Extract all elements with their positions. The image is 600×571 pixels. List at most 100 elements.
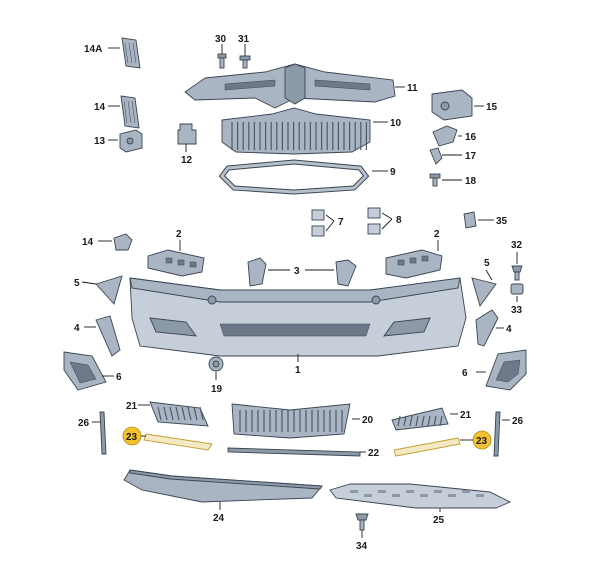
grille-slat [397, 415, 401, 427]
grille-slat [193, 406, 198, 421]
grille-slat [409, 415, 413, 427]
callout-6-left: 6 [116, 372, 122, 383]
panel-hole [434, 490, 442, 493]
part-10-radiator-grille [221, 107, 371, 155]
callout-3: 3 [294, 266, 300, 277]
part-4-left-bracket [95, 315, 121, 357]
grille-slat [163, 406, 168, 421]
callout-26-left: 26 [78, 418, 90, 429]
part-23-right-trim-strip [393, 437, 461, 457]
callout-16: 16 [465, 132, 477, 143]
part-17-clip [429, 147, 443, 165]
grille-slat [427, 415, 431, 427]
grille-slat [415, 415, 419, 427]
part-21-left-lower-grille [149, 401, 209, 427]
callout-8: 8 [396, 215, 402, 226]
panel-hole [350, 490, 358, 493]
part-2-right-bracket [385, 249, 443, 279]
callout-18: 18 [465, 176, 477, 187]
grille-slat [433, 415, 437, 427]
part-34-screw [355, 513, 369, 531]
grille-slat [157, 406, 162, 421]
part-18-screw [429, 173, 441, 187]
panel-hole [378, 490, 386, 493]
callout-2-left: 2 [176, 229, 182, 240]
callout-9: 9 [390, 167, 396, 178]
part-7-clips [311, 209, 325, 237]
part-14-grille-insert [120, 95, 140, 129]
part-6-left-fog-cover [63, 351, 107, 391]
part-24-front-spoiler [123, 469, 323, 503]
grille-slat [181, 406, 186, 421]
callout-4-left: 4 [74, 323, 80, 334]
part-25-underbody-panel [329, 483, 512, 509]
panel-hole [420, 494, 428, 497]
callout-12: 12 [181, 155, 193, 166]
callout-23-left: 23 [126, 432, 138, 443]
part-5-right-trim [471, 277, 497, 308]
callout-6-right: 6 [462, 368, 468, 379]
grille-slat [175, 406, 180, 421]
part-2-left-bracket [147, 249, 205, 277]
callout-23-right: 23 [476, 436, 488, 447]
grille-slat [199, 406, 204, 421]
callout-1: 1 [295, 365, 301, 376]
part-6-right-fog-cover [485, 349, 527, 391]
part-11-grille-carrier [184, 63, 396, 109]
part-13-bracket [119, 129, 143, 153]
part-32-bolt [511, 265, 523, 281]
part-8-clips [367, 207, 381, 235]
part-9-grille-trim-frame [218, 159, 370, 195]
part-16-bracket [432, 125, 458, 147]
part-12-bracket [177, 123, 197, 145]
callout-14A: 14A [84, 44, 102, 55]
part-35-clip [463, 211, 477, 229]
panel-hole [476, 494, 484, 497]
callout-11: 11 [407, 83, 418, 94]
part-3-guide-left [247, 257, 267, 287]
callout-7: 7 [338, 217, 344, 228]
callout-22: 22 [368, 448, 380, 459]
part-33-nut [510, 283, 524, 295]
part-5-left-trim [95, 275, 123, 305]
panel-hole [364, 494, 372, 497]
callout-25: 25 [433, 515, 445, 526]
grille-slat [403, 415, 407, 427]
callout-10: 10 [390, 118, 402, 129]
part-1-bumper-cover [129, 277, 467, 357]
panel-hole [448, 494, 456, 497]
part-14-side-bracket [113, 233, 133, 251]
part-14A-grille-insert [121, 37, 141, 69]
callout-17: 17 [465, 151, 477, 162]
callout-5-left: 5 [74, 278, 80, 289]
part-15-sensor [431, 89, 473, 121]
grille-slat [187, 406, 192, 421]
part-3-guide-right [335, 259, 357, 287]
grille-slat [169, 406, 174, 421]
callout-14: 14 [94, 102, 106, 113]
panel-hole [406, 490, 414, 493]
callout-35: 35 [496, 216, 508, 227]
callout-5-right: 5 [484, 258, 490, 269]
part-23-left-trim-strip [143, 433, 213, 451]
part-21-right-lower-grille [391, 407, 449, 431]
callout-15: 15 [486, 102, 498, 113]
callout-4-right: 4 [506, 324, 512, 335]
callout-20: 20 [362, 415, 374, 426]
grille-slat [421, 415, 425, 427]
panel-hole [462, 490, 470, 493]
callout-14-left: 14 [82, 237, 94, 248]
callout-30: 30 [215, 34, 227, 45]
panel-hole [392, 494, 400, 497]
callout-13: 13 [94, 136, 106, 147]
callout-33: 33 [511, 305, 523, 316]
callout-26-right: 26 [512, 416, 524, 427]
part-30-screw [217, 53, 227, 69]
callout-24: 24 [213, 513, 225, 524]
part-19-plug [208, 356, 224, 372]
grille-slat [439, 415, 443, 427]
callout-21-left: 21 [126, 401, 138, 412]
part-20-center-lower-grille [231, 403, 351, 439]
callout-19: 19 [211, 384, 223, 395]
